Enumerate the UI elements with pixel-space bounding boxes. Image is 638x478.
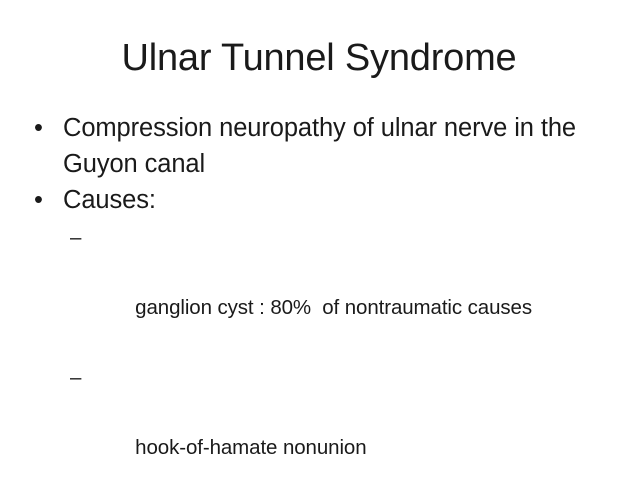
slide-body-content: • Compression neuropathy of ulnar nerve … (0, 110, 638, 478)
bullet-dot-icon: • (34, 114, 43, 142)
list-item-text: Compression neuropathy of ulnar nerve in… (63, 114, 576, 178)
list-item: • Compression neuropathy of ulnar nerve … (0, 110, 638, 182)
sub-list-item-text: ganglion cyst : 80% of nontraumatic caus… (129, 296, 532, 319)
list-item: • Causes: (0, 182, 638, 218)
list-item-text: Causes: (63, 186, 156, 214)
bullet-dash-icon: – (70, 226, 82, 249)
sub-list-item: – ganglion cyst : 80% of nontraumatic ca… (0, 220, 638, 360)
sub-list-item-text: hook-of-hamate nonunion (129, 436, 367, 459)
page-title: Ulnar Tunnel Syndrome (121, 37, 517, 79)
bullet-dot-icon: • (34, 186, 43, 214)
sub-list-item: – hook-of-hamate nonunion (0, 360, 638, 478)
bullet-dash-icon: – (70, 366, 82, 389)
